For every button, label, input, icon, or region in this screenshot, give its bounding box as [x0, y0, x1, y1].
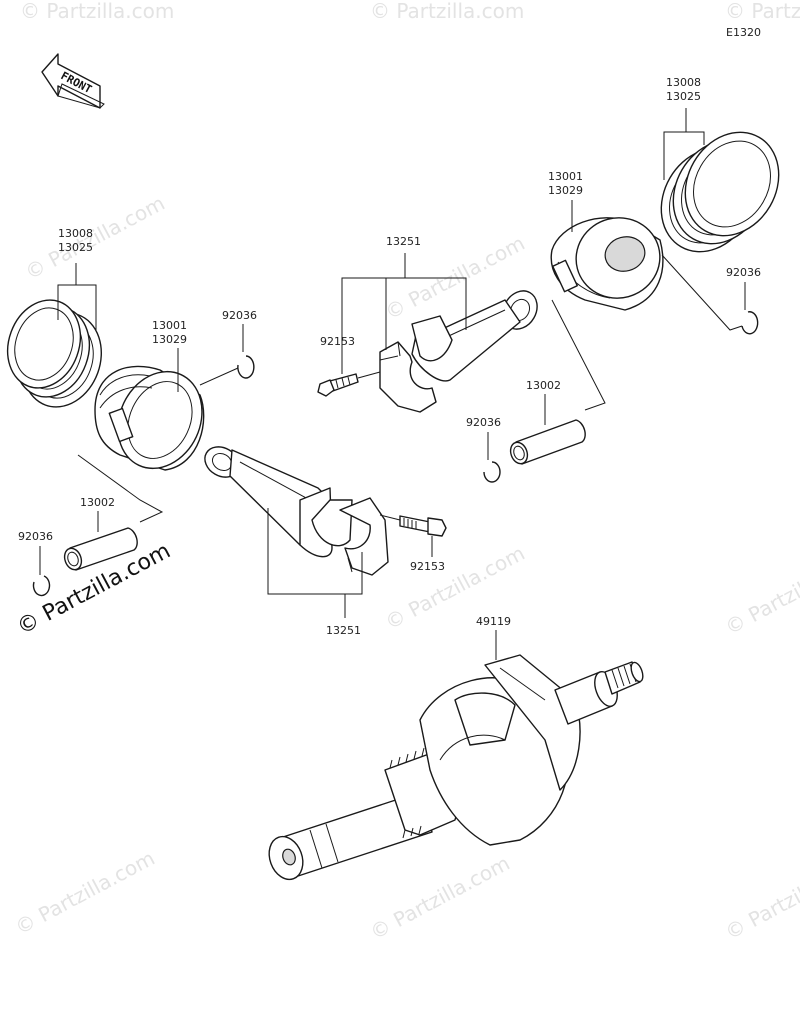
label-piston-right-2: 13029 [548, 184, 583, 197]
label-clip-left-upper: 92036 [222, 309, 257, 322]
label-piston-left-2: 13029 [152, 333, 187, 346]
connecting-rod-upper [411, 290, 538, 382]
label-rod-upper: 13251 [386, 235, 421, 248]
piston-pin-right [509, 419, 586, 465]
rod-bolt-upper [317, 373, 359, 397]
piston-left [94, 365, 205, 471]
label-rings-left-1: 13008 [58, 227, 93, 240]
watermark: © Partzilla.com [366, 851, 514, 945]
label-rings-right-2: 13025 [666, 90, 701, 103]
crankshaft [268, 654, 644, 881]
label-bolt-lower: 92153 [410, 560, 445, 573]
rod-cap-lower [339, 497, 389, 576]
rod-cap-upper [379, 341, 437, 413]
watermark: © Partzilla.com [721, 546, 800, 640]
label-clip-right-upper: 92036 [726, 266, 761, 279]
piston-pin-left [63, 527, 138, 571]
label-pin-left: 13002 [80, 496, 115, 509]
watermark: © Partzilla.com [11, 846, 159, 940]
piston-rings-left [6, 299, 103, 408]
rod-bolt-lower [399, 515, 447, 537]
circlip-right-upper [741, 311, 759, 335]
circlip-left-upper [237, 355, 255, 379]
front-arrow-icon: FRONT [41, 53, 105, 109]
label-rings-right-1: 13008 [666, 76, 701, 89]
watermark: © Partzilla.com [21, 191, 169, 285]
label-clip-right-lower: 92036 [466, 416, 501, 429]
label-piston-left-1: 13001 [152, 319, 187, 332]
label-bolt-upper: 92153 [320, 335, 355, 348]
watermark: © Partzilla.com [370, 0, 524, 23]
label-rings-left-2: 13025 [58, 241, 93, 254]
watermark: © Partzilla.com [721, 851, 800, 945]
piston-right [550, 217, 664, 311]
diagram-code: E1320 [726, 26, 761, 39]
watermark: © Partzilla.com [20, 0, 174, 23]
circlip-left-lower [32, 575, 51, 597]
label-piston-right-1: 13001 [548, 170, 583, 183]
piston-rings-right [660, 131, 780, 253]
label-clip-left-lower: 92036 [18, 530, 53, 543]
circlip-right-lower [483, 461, 501, 483]
connecting-rod-lower [204, 446, 353, 558]
label-pin-right: 13002 [526, 379, 561, 392]
label-crankshaft: 49119 [476, 615, 511, 628]
label-rod-lower: 13251 [326, 624, 361, 637]
watermark: © Partzilla.com [725, 0, 800, 23]
